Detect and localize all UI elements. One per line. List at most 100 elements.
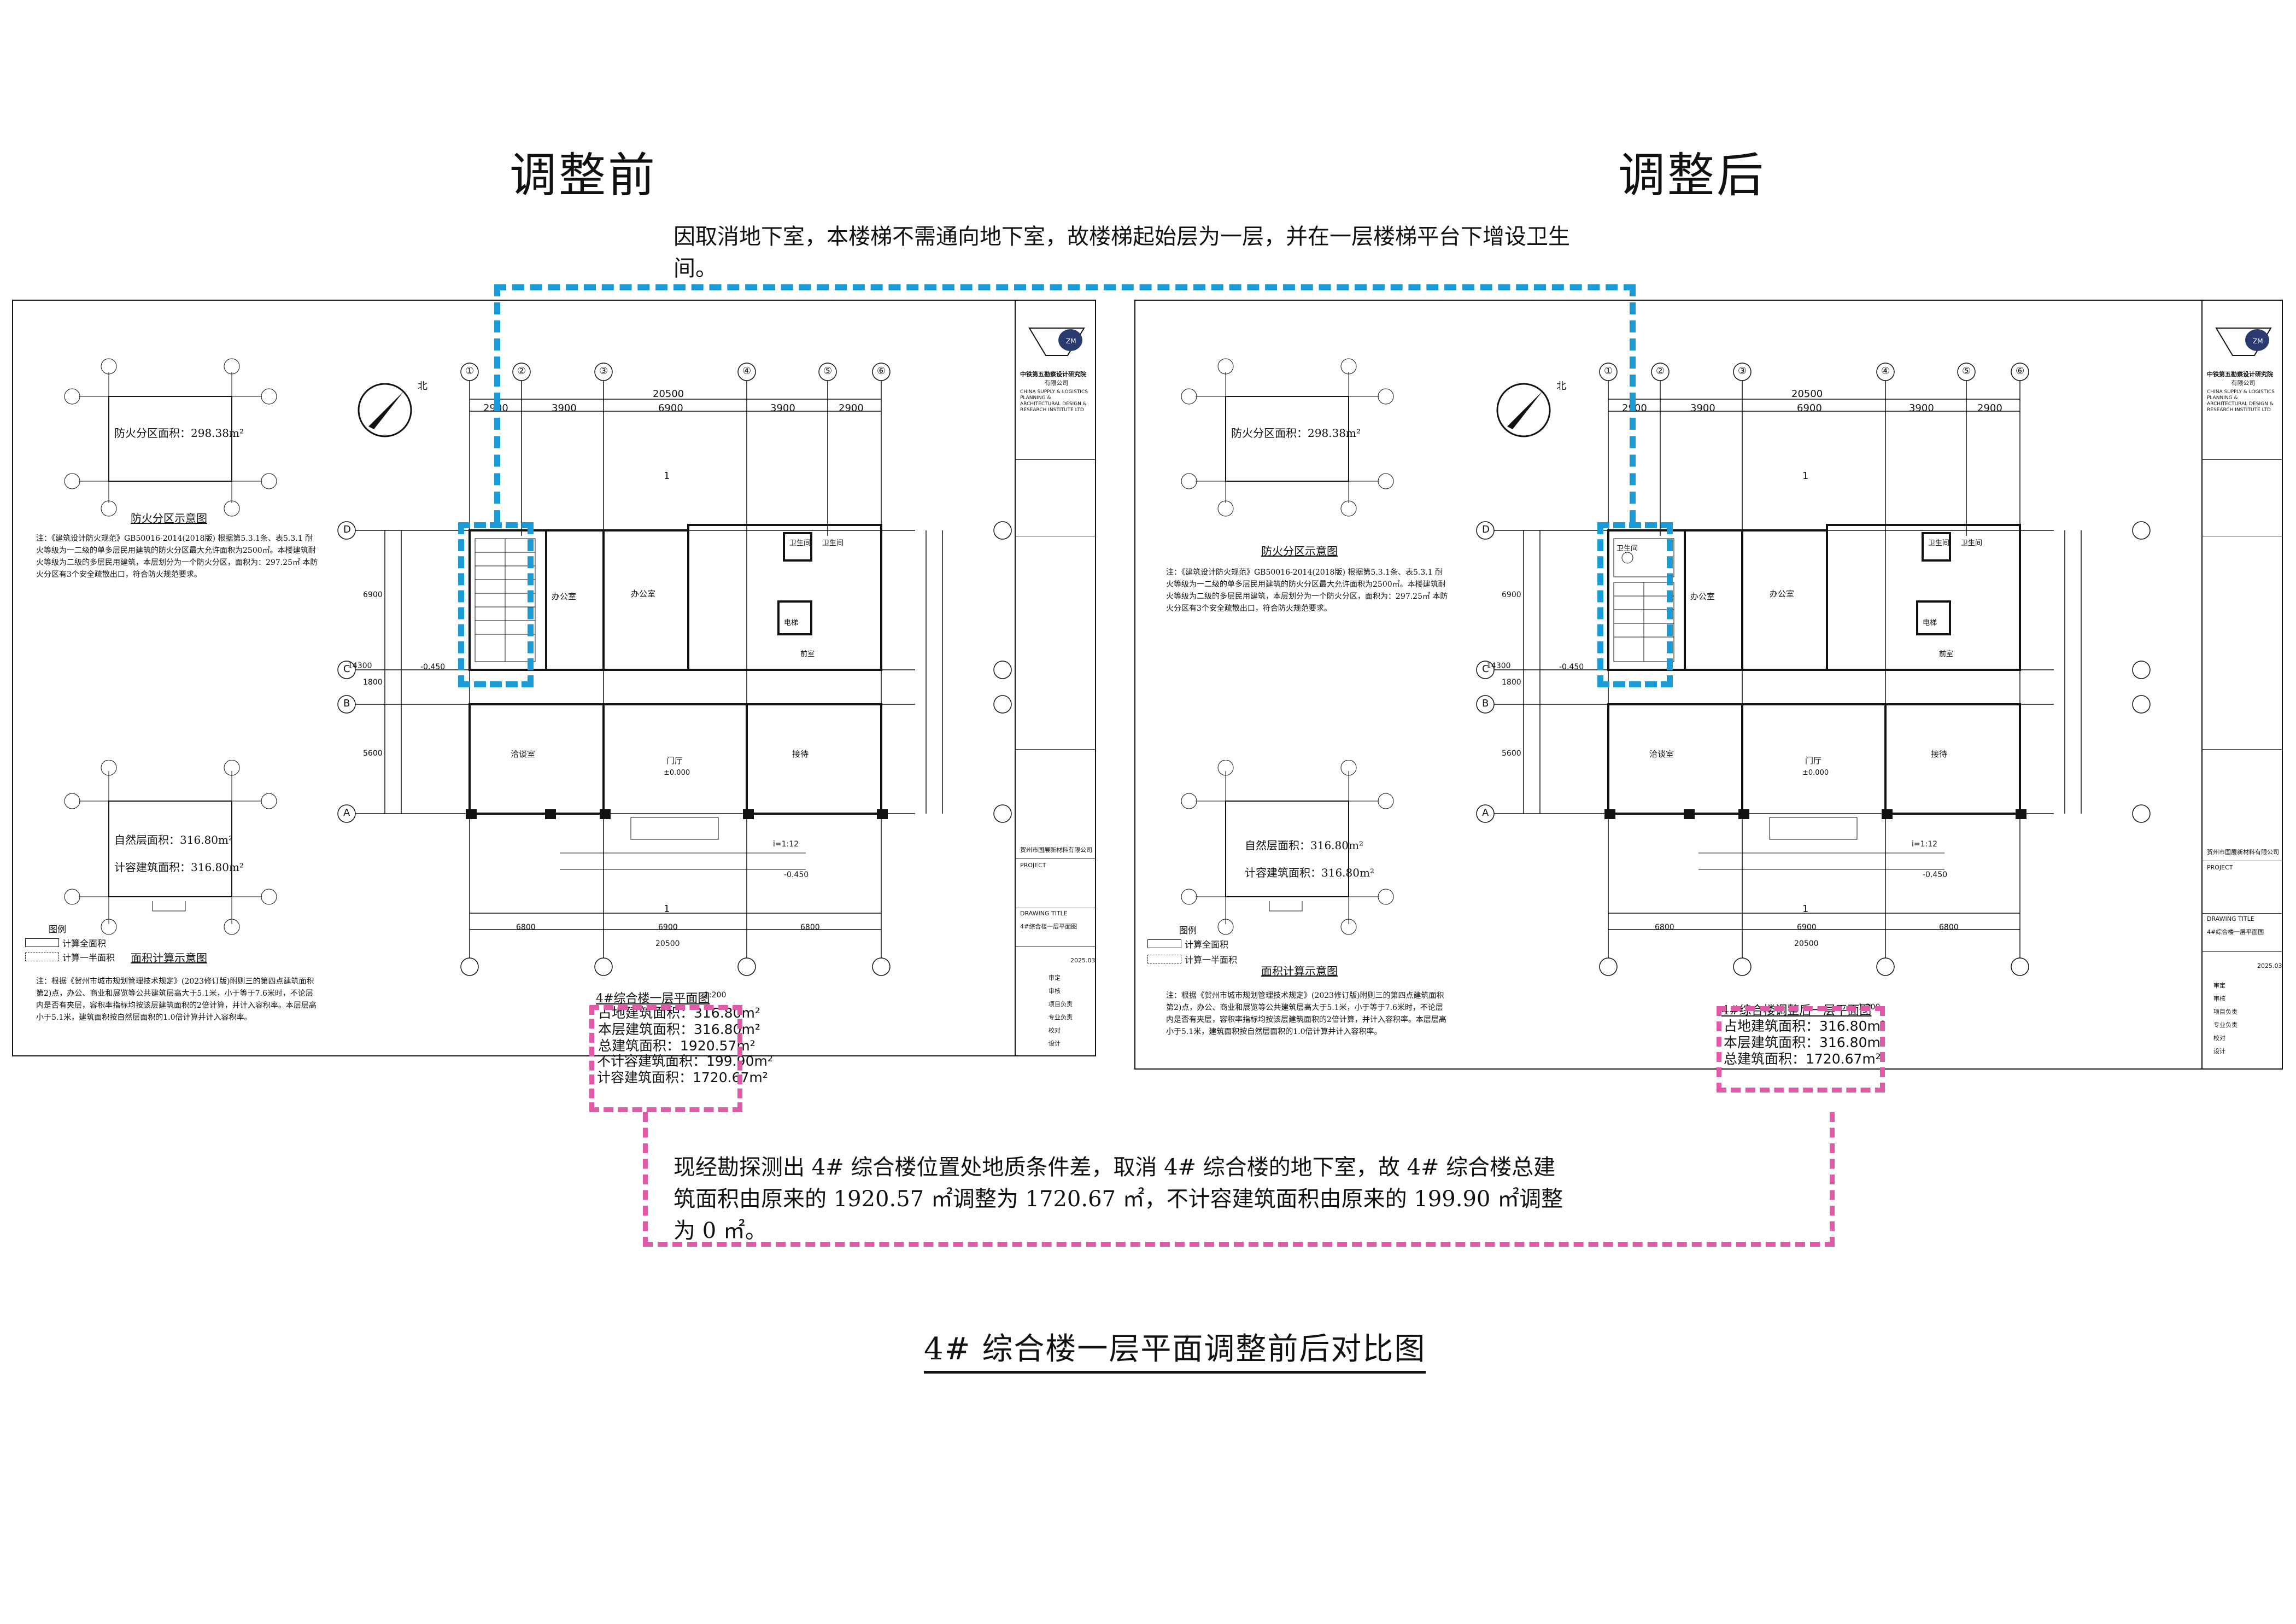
room-lobby: 前室: [800, 650, 815, 658]
svg-text:ZM: ZM: [1066, 337, 1076, 345]
natural-area-label: 自然层面积：316.80m²: [1245, 839, 1363, 852]
legend-half-label: 计算一半面积: [62, 953, 115, 963]
elevation-ramp: -0.450: [1923, 871, 1948, 879]
callout-stair-top-frame: [494, 284, 1636, 405]
legend-full-swatch: [25, 938, 59, 947]
section-mark-top: 1: [1802, 470, 1809, 482]
tb-drawing-title: 4#综合楼一层平面图: [1020, 923, 1077, 930]
dim-total: 20500: [653, 388, 684, 400]
tb-row-1: 审定: [2213, 982, 2225, 989]
company-sub: 有限公司: [1044, 379, 1069, 387]
area-calc-diagram: [1181, 760, 1394, 935]
tb-row-6: 设计: [2213, 1048, 2225, 1055]
legend-full-label: 计算全面积: [62, 938, 107, 949]
dim-left-1: 6900: [363, 591, 383, 599]
axis-6: ⑥: [877, 365, 886, 377]
room-office-1: 办公室: [1690, 592, 1715, 601]
dim-bottom-3: 6800: [800, 923, 820, 932]
dim-top-5: 2900: [839, 402, 864, 414]
tb-row-1: 审定: [1049, 974, 1061, 982]
diagram-title: 4# 综合楼一层平面调整前后对比图: [924, 1324, 1426, 1374]
room-lobby: 前室: [1939, 650, 1954, 658]
calc-area-label: 计容建筑面积：316.80m²: [1245, 866, 1374, 879]
dim-total: 20500: [1791, 388, 1823, 400]
north-label: 北: [1556, 381, 1566, 392]
dim-top-3: 6900: [658, 402, 683, 414]
room-hall: 门厅: [1805, 756, 1822, 766]
dim-bottom-3: 6800: [1939, 923, 1959, 932]
north-arrow-icon: [358, 383, 412, 437]
calc-title: 面积计算示意图: [1261, 965, 1338, 978]
axis-1: ①: [465, 365, 475, 377]
tb-row-4: 专业负责: [2213, 1021, 2238, 1029]
fire-zone-title: 防火分区示意图: [131, 512, 207, 525]
callout-note-frame: [643, 1112, 1835, 1247]
axis-2: ②: [1656, 365, 1665, 377]
axis-5: ⑤: [823, 365, 833, 377]
company-name: 中铁第五勘察设计研究院: [2207, 371, 2273, 378]
dim-bottom-2: 6900: [658, 923, 678, 932]
plan-title-before: 4#综合楼一层平面图: [596, 992, 710, 1006]
dim-top-2: 3900: [1690, 402, 1715, 414]
dim-left-1: 6900: [1502, 591, 1521, 599]
company-en: CHINA SUPPLY & LOGISTICS PLANNING & ARCH…: [1020, 389, 1088, 413]
sheet-before: 北 防火分区面积：298.38m² 防火分区示意图 注：《建筑设计防火规范》GB…: [12, 300, 1096, 1056]
room-toilet-2: 卫生间: [1928, 539, 1950, 547]
tb-drawing-title-label: DRAWING TITLE: [1020, 910, 1068, 917]
dim-left-total: 14300: [1486, 662, 1511, 670]
callout-stair-after-link: [1630, 399, 1636, 522]
fire-note: 注：《建筑设计防火规范》GB50016-2014(2018版) 根据第5.3.1…: [36, 534, 318, 579]
dim-left-2: 1800: [363, 678, 383, 687]
axis-2: ②: [517, 365, 526, 377]
axis-D: D: [343, 524, 351, 535]
fire-note: 注：《建筑设计防火规范》GB50016-2014(2018版) 根据第5.3.1…: [1166, 568, 1448, 613]
room-hall: 门厅: [666, 756, 683, 766]
callout-area-after: [1717, 1006, 1885, 1093]
tb-row-5: 校对: [1049, 1027, 1061, 1034]
tb-row-4: 专业负责: [1049, 1014, 1073, 1021]
tb-client: 贺州市国展新材料有限公司: [1020, 846, 1092, 854]
dim-left-total: 14300: [348, 662, 372, 670]
tb-project: PROJECT: [1020, 862, 1046, 869]
axis-3: ③: [1738, 365, 1747, 377]
company-logo-icon: ZM: [2215, 328, 2272, 356]
tb-drawing-title: 4#综合楼一层平面图: [2207, 928, 2264, 936]
tb-row-2: 审核: [2213, 995, 2225, 1002]
room-shop: 接待: [1931, 749, 1948, 759]
axis-D: D: [1482, 524, 1490, 535]
calc-note: 注：根据《贺州市城市规划管理技术规定》(2023修订版)附则三的第四点建筑面积第…: [1166, 991, 1446, 1036]
room-toilet-stair: 卫生间: [1616, 545, 1638, 553]
svg-text:ZM: ZM: [2253, 337, 2263, 345]
dim-top-4: 3900: [770, 402, 795, 414]
legend-half-swatch: [25, 953, 59, 961]
tb-row-3: 项目负责: [1049, 1001, 1073, 1008]
axis-6: ⑥: [2016, 365, 2025, 377]
dim-bottom-total: 20500: [1794, 939, 1819, 948]
area-line-2: 本层建筑面积：316.80m²: [1724, 1035, 1886, 1050]
ramp-slope: i=1:12: [773, 840, 799, 849]
legend-title: 图例: [49, 924, 67, 934]
axis-4: ④: [1881, 365, 1890, 377]
floor-plan-after: [1476, 363, 2151, 976]
dim-top-3: 6900: [1797, 402, 1822, 414]
axis-C: C: [343, 663, 350, 675]
plan-scale-before: 1:200: [704, 991, 727, 1000]
axis-3: ③: [599, 365, 608, 377]
axis-B: B: [343, 698, 350, 709]
room-hall-elev: ±0.000: [664, 769, 690, 777]
axis-5: ⑤: [1962, 365, 1971, 377]
room-office-2: 办公室: [1770, 589, 1795, 599]
note-top: 因取消地下室，本楼梯不需通向地下室，故楼梯起始层为一层，并在一层楼梯平台下增设卫…: [673, 224, 1570, 281]
tb-row-6: 设计: [1049, 1040, 1061, 1047]
fire-area-label: 防火分区面积：298.38m²: [114, 427, 244, 440]
dim-left-3: 5600: [1502, 749, 1521, 758]
dim-top-2: 3900: [552, 402, 577, 414]
fire-zone-diagram: [1181, 358, 1394, 517]
dim-bottom-total: 20500: [655, 939, 680, 948]
elevation-ramp: -0.450: [784, 871, 809, 879]
north-arrow-icon: [1496, 383, 1551, 437]
tb-row-3: 项目负责: [2213, 1008, 2238, 1015]
sheet-after: 北 防火分区面积：298.38m² 防火分区示意图 注：《建筑设计防火规范》GB…: [1134, 300, 2283, 1070]
elevation-outer: -0.450: [420, 663, 446, 671]
room-toilet-2: 卫生间: [789, 539, 811, 547]
